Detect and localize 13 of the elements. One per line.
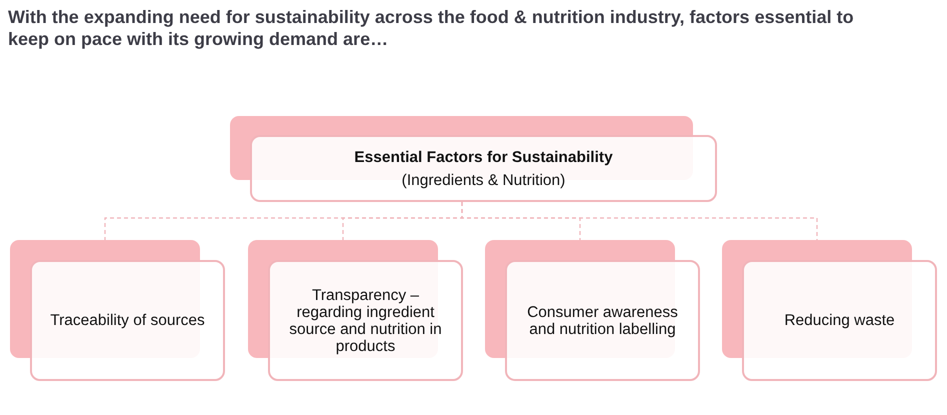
card-text: Traceability of sources bbox=[50, 312, 205, 329]
card-heading: Essential Factors for Sustainability bbox=[354, 148, 613, 166]
card-text: Reducing waste bbox=[784, 312, 895, 329]
stacked-card bbox=[10, 240, 225, 381]
stacked-card bbox=[230, 116, 717, 202]
stacked-card bbox=[248, 240, 463, 381]
title: With the expanding need for sustainability across the food & nutrition industry, factors essential to keep on pace with its growing demand are… bbox=[8, 6, 855, 50]
stacked-card bbox=[722, 240, 937, 381]
card-text: Consumer awareness and nutrition labelling bbox=[526, 304, 679, 338]
connector-line bbox=[461, 202, 818, 240]
card-text: Transparency – regarding ingredient source and nutrition in products bbox=[288, 286, 443, 354]
card-subtitle: (Ingredients & Nutrition) bbox=[402, 172, 566, 188]
stacked-card bbox=[485, 240, 700, 381]
